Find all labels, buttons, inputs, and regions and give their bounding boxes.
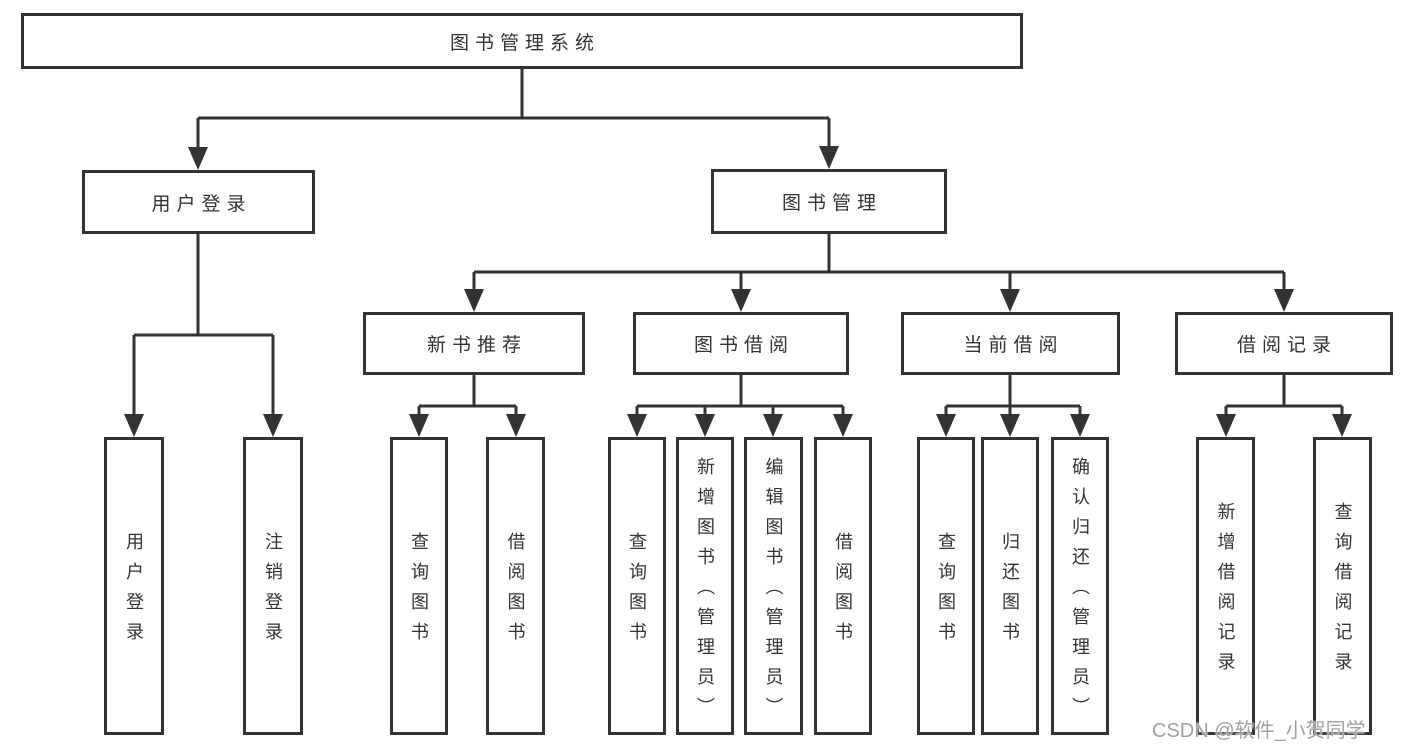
- node-current-borrow: 当前借阅: [901, 312, 1120, 375]
- leaf-borrow-books-recommend-label: 借阅图书: [505, 532, 526, 652]
- leaf-user-login: 用户登录: [104, 437, 164, 735]
- leaf-query-books-recommend: 查询图书: [390, 437, 448, 735]
- leaf-edit-book-admin: 编辑图书（管理员）: [744, 437, 803, 735]
- leaf-borrow-books-borrow: 借阅图书: [814, 437, 872, 735]
- node-book-borrow: 图书借阅: [633, 312, 849, 375]
- leaf-return-books: 归还图书: [981, 437, 1039, 735]
- node-book-borrow-label: 图书借阅: [693, 335, 794, 356]
- node-borrow-records-label: 借阅记录: [1236, 335, 1337, 356]
- leaf-logout: 注销登录: [243, 437, 303, 735]
- leaf-user-login-label: 用户登录: [124, 532, 144, 652]
- node-borrow-records: 借阅记录: [1175, 312, 1393, 375]
- leaf-query-books-recommend-label: 查询图书: [409, 532, 429, 652]
- leaf-confirm-return-admin: 确认归还（管理员）: [1051, 437, 1109, 735]
- leaf-return-books-label: 归还图书: [1000, 532, 1020, 652]
- node-user-login: 用户登录: [82, 170, 315, 234]
- leaf-borrow-books-borrow-label: 借阅图书: [833, 532, 853, 652]
- leaf-query-borrow-record-label: 查询借阅记录: [1332, 502, 1353, 682]
- leaf-logout-label: 注销登录: [263, 532, 283, 652]
- leaf-query-borrow-record: 查询借阅记录: [1313, 437, 1372, 735]
- watermark: CSDN @软件_小贺同学: [1152, 720, 1366, 742]
- leaf-add-borrow-record: 新增借阅记录: [1196, 437, 1255, 735]
- leaf-query-books-borrow: 查询图书: [608, 437, 666, 735]
- leaf-query-books-current-label: 查询图书: [936, 532, 956, 652]
- node-book-management-label: 图书管理: [781, 193, 882, 214]
- node-root-label: 图书管理系统: [449, 32, 600, 54]
- node-new-book-recommend-label: 新书推荐: [426, 335, 527, 356]
- leaf-query-books-borrow-label: 查询图书: [627, 532, 647, 652]
- node-current-borrow-label: 当前借阅: [963, 335, 1064, 356]
- leaf-query-books-current: 查询图书: [917, 437, 975, 735]
- node-book-management: 图书管理: [711, 169, 947, 234]
- leaf-add-book-admin-label: 新增图书（管理员）: [695, 457, 715, 727]
- leaf-add-borrow-record-label: 新增借阅记录: [1215, 502, 1236, 682]
- leaf-edit-book-admin-label: 编辑图书（管理员）: [763, 457, 784, 727]
- node-new-book-recommend: 新书推荐: [363, 312, 585, 375]
- leaf-add-book-admin: 新增图书（管理员）: [676, 437, 734, 735]
- node-user-login-label: 用户登录: [151, 193, 252, 215]
- leaf-confirm-return-admin-label: 确认归还（管理员）: [1070, 457, 1090, 727]
- leaf-borrow-books-recommend: 借阅图书: [486, 437, 545, 735]
- node-root: 图书管理系统: [21, 13, 1023, 69]
